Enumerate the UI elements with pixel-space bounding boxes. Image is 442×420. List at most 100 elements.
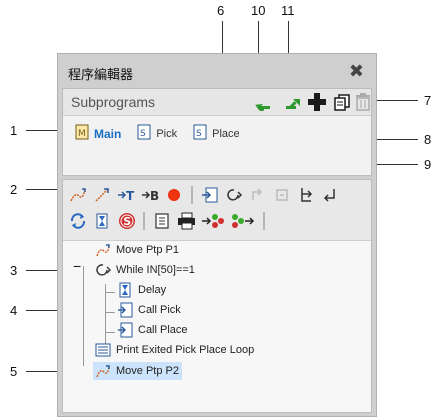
callout-10: 10 [251, 3, 266, 18]
tree-guide-vertical [83, 266, 84, 366]
window-title: 程序編輯器 [68, 67, 134, 82]
tree-guide-branch [105, 332, 115, 333]
print-icon[interactable] [153, 212, 171, 230]
leader-line-10 [258, 21, 259, 83]
stop-icon[interactable]: S [117, 212, 135, 230]
code-line-text: Call Place [138, 324, 188, 336]
command-toolbar: T B [63, 180, 371, 241]
callout-2: 2 [10, 182, 18, 197]
subprogram-icon: S [137, 124, 151, 143]
title-bar: 程序編輯器 ✖ [58, 54, 376, 88]
base-frame-icon[interactable]: B [141, 186, 159, 204]
svg-text:B: B [150, 189, 159, 203]
code-line-delay[interactable]: Delay [117, 282, 166, 298]
print-icon [95, 342, 111, 358]
code-line-call-pick[interactable]: Call Pick [117, 302, 181, 318]
delete-icon[interactable] [355, 93, 371, 111]
tab-pick[interactable]: S Pick [137, 124, 177, 143]
record-icon[interactable] [165, 186, 183, 204]
output-icon[interactable] [201, 212, 225, 230]
code-line-text: Print Exited Pick Place Loop [116, 344, 255, 356]
code-line-text: Move Ptp P1 [116, 244, 179, 256]
callout-7: 7 [424, 93, 432, 108]
callout-1: 1 [10, 123, 18, 138]
callout-8: 8 [424, 132, 432, 147]
toolbar-separator [191, 186, 193, 204]
svg-text:S: S [140, 129, 146, 139]
subprograms-header: Subprograms [63, 89, 371, 116]
code-line-call-place[interactable]: Call Place [117, 322, 188, 338]
tab-main[interactable]: M Main [75, 124, 121, 143]
delay-icon [117, 282, 133, 298]
callout-6: 6 [217, 3, 225, 18]
move-lin-icon[interactable] [93, 186, 111, 204]
close-icon[interactable]: ✖ [348, 61, 364, 81]
code-line-move-ptp-p2[interactable]: Move Ptp P2 [93, 362, 182, 380]
tool-frame-icon[interactable]: T [117, 186, 135, 204]
call-icon [117, 322, 133, 338]
loop-icon[interactable] [225, 186, 243, 204]
delay-icon[interactable] [93, 212, 111, 230]
callout-9: 9 [424, 157, 432, 172]
callout-5: 5 [10, 364, 18, 379]
svg-text:S: S [123, 215, 131, 228]
leader-line-8b [338, 139, 418, 140]
leader-line-7 [364, 100, 418, 101]
svg-text:S: S [196, 129, 202, 139]
tab-place-label: Place [212, 127, 240, 140]
subprogram-tabs: M Main S Pick S Place [75, 124, 240, 143]
subprogram-icon: S [193, 124, 207, 143]
import-left-icon[interactable] [254, 95, 272, 113]
code-line-text: Delay [138, 284, 167, 296]
code-line-text: Call Pick [138, 304, 181, 316]
move-ptp-icon[interactable] [69, 186, 87, 204]
code-line-move-ptp-p1[interactable]: Move Ptp P1 [95, 242, 179, 258]
call-icon[interactable] [201, 186, 219, 204]
toolbar-separator [143, 212, 145, 230]
sync-icon[interactable] [69, 212, 87, 230]
toolbar-row-1: T B [69, 186, 339, 204]
branch-icon[interactable] [297, 186, 315, 204]
tree-guide-inner [105, 284, 106, 350]
svg-text:T: T [126, 189, 135, 203]
code-line-text: While IN[50]==1 [116, 264, 195, 276]
move-ptp-icon [95, 242, 111, 258]
collapse-toggle[interactable]: − [73, 258, 82, 274]
export-right-icon[interactable] [284, 95, 302, 111]
loop-icon [95, 262, 111, 278]
subprograms-panel: Subprograms M Main [62, 88, 372, 176]
tree-guide-branch [105, 292, 115, 293]
leader-line-4 [26, 310, 66, 311]
copy-icon[interactable] [333, 93, 351, 111]
callout-3: 3 [10, 263, 18, 278]
code-panel: T B [62, 179, 372, 413]
callout-11: 11 [281, 3, 295, 18]
toolbar-row-2: S [69, 212, 267, 230]
main-program-icon: M [75, 124, 89, 143]
leader-line-11 [288, 21, 289, 83]
printer-icon[interactable] [177, 212, 195, 230]
code-line-text: Move Ptp P2 [116, 365, 179, 377]
disabled-b-icon[interactable] [273, 186, 291, 204]
return-icon[interactable] [321, 186, 339, 204]
add-icon[interactable] [307, 92, 327, 112]
tree-guide-branch [105, 312, 115, 313]
subprograms-label: Subprograms [71, 94, 156, 110]
tab-pick-label: Pick [156, 127, 178, 140]
leader-line-2 [26, 189, 68, 190]
leader-line-3 [26, 270, 66, 271]
tab-place[interactable]: S Place [193, 124, 240, 143]
callout-4: 4 [10, 303, 18, 318]
program-editor-panel: 程序編輯器 ✖ Subprograms [57, 53, 377, 417]
call-icon [117, 302, 133, 318]
input-icon[interactable] [231, 212, 255, 230]
code-tree: Move Ptp P1 − While IN[50]==1 Delay Call… [63, 242, 371, 412]
move-ptp-icon [95, 363, 111, 379]
tab-main-label: Main [94, 126, 122, 141]
svg-text:M: M [78, 129, 86, 139]
code-line-while[interactable]: While IN[50]==1 [95, 262, 195, 278]
leader-line-1 [26, 130, 68, 131]
disabled-a-icon[interactable] [249, 186, 267, 204]
toolbar-separator [263, 212, 265, 230]
code-line-print[interactable]: Print Exited Pick Place Loop [95, 342, 254, 358]
